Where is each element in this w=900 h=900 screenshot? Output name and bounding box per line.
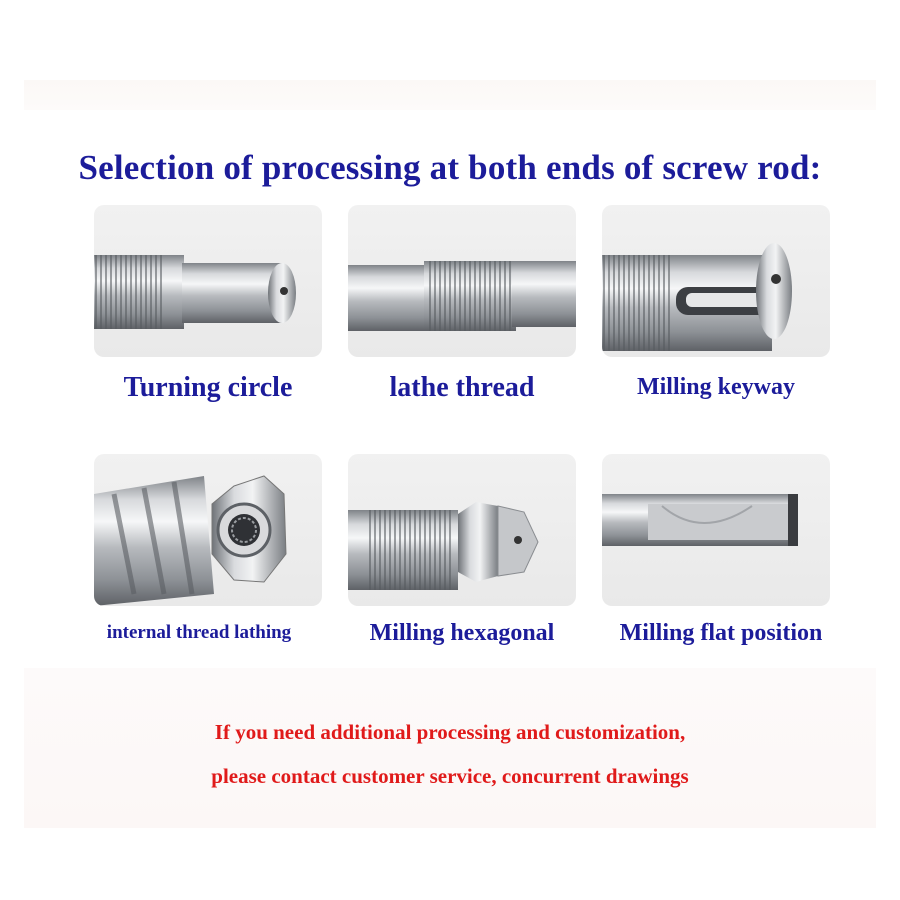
hexagonal-end-icon [348,502,539,590]
bottom-band [24,668,876,828]
option-label-lathe-thread: lathe thread [389,372,535,403]
option-panel-milling-flat [602,454,830,606]
page-title: Selection of processing at both ends of … [78,148,822,187]
turned-shaft-icon [94,255,296,329]
option-panel-milling-hexagonal [348,454,576,606]
custom-processing-note: If you need additional processing and cu… [214,720,686,744]
top-band [24,80,876,110]
threaded-shaft-icon [348,261,576,331]
option-label-milling-keyway: Milling keyway [636,374,795,400]
internal-thread-icon [94,475,287,606]
option-label-milling-flat: Milling flat position [619,620,823,646]
flat-milled-shaft-icon [602,494,798,546]
keyway-shaft-icon [602,243,792,351]
option-label-internal-thread: internal thread lathing [106,622,292,643]
option-panel-internal-thread [94,454,322,606]
option-panel-turning-circle [94,205,322,357]
option-label-milling-hexagonal: Milling hexagonal [369,620,555,646]
option-panel-milling-keyway [602,205,830,357]
option-label-turning-circle: Turning circle [123,372,293,403]
option-panel-lathe-thread [348,205,576,357]
contact-service-note: please contact customer service, concurr… [211,764,689,788]
